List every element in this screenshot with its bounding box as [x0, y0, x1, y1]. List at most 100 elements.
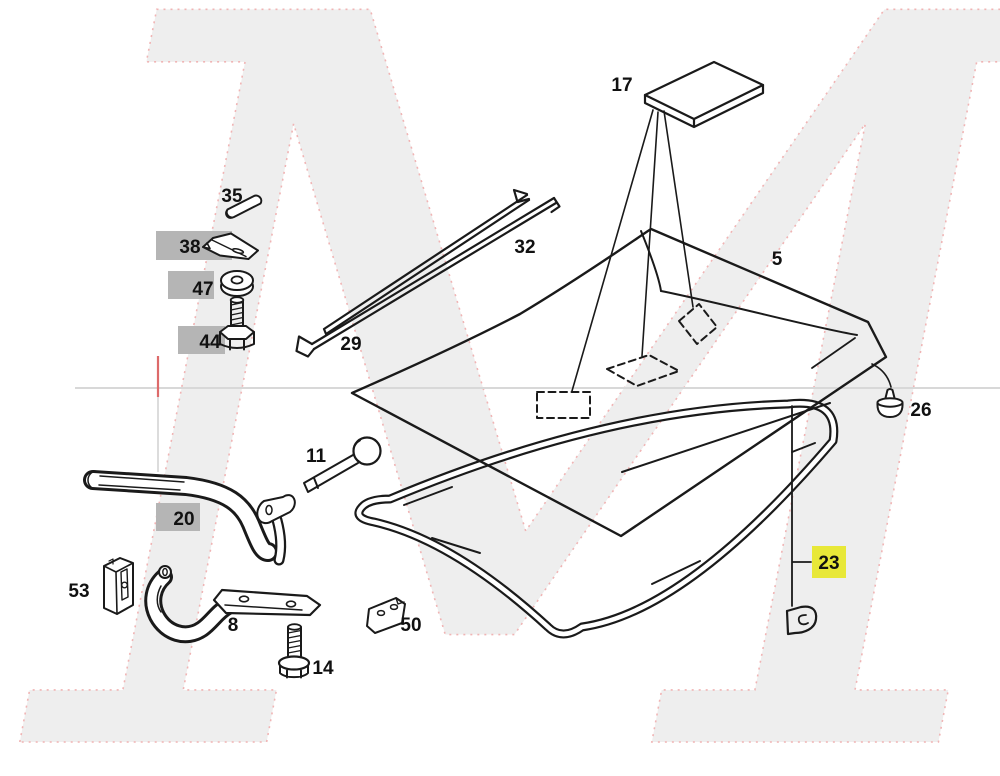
bolt-11-shank — [303, 454, 359, 493]
bolt-14-cap — [287, 623, 302, 631]
striker-53-edges — [103, 562, 134, 615]
clip-26-drawing — [871, 363, 904, 418]
striker-53-notch — [108, 558, 114, 565]
rod-29-hook-right — [550, 196, 561, 214]
part-label-47[interactable]: 47 — [192, 279, 213, 300]
hinge-20-end-cap — [87, 470, 96, 490]
hinge-20-pivot-barrel — [256, 494, 296, 525]
pointer-line — [663, 110, 694, 308]
hinge-8-plate-hole — [238, 595, 250, 603]
part-label-14[interactable]: 14 — [312, 658, 334, 679]
washer-47-hole — [230, 275, 244, 285]
hinge-8-pivot-hole — [162, 567, 168, 577]
clip-23-hook — [797, 614, 809, 626]
hinge-20-detail-lines — [98, 475, 185, 491]
part-label-38[interactable]: 38 — [179, 237, 200, 258]
part-label-44-box[interactable] — [178, 326, 225, 354]
lid-rear-edge — [660, 290, 858, 336]
hinge-20-arm-inner — [86, 473, 275, 559]
dashed-recess-middle — [606, 354, 680, 387]
pad-plate-drawing — [571, 60, 765, 392]
hinge-20-pivot-hole — [265, 504, 273, 516]
hinge-20-link-inner — [273, 516, 284, 564]
bolt-14-hex — [279, 665, 309, 679]
rod-29-hook-left — [295, 335, 316, 358]
part-label-35[interactable]: 35 — [221, 186, 243, 207]
plate-50-hole — [376, 609, 386, 617]
part-label-44[interactable]: 44 — [199, 332, 221, 353]
bolt-44-head-top — [219, 325, 255, 340]
part-label-26[interactable]: 26 — [910, 400, 931, 421]
part-label-32[interactable]: 32 — [514, 237, 535, 258]
clip-38-notch — [202, 242, 211, 250]
trunk-seal-drawing — [354, 398, 839, 639]
rod-32 — [322, 193, 531, 336]
seal-accent — [431, 537, 481, 554]
clip-38-slot — [231, 247, 245, 255]
trunk-lid-drawing — [350, 227, 888, 538]
part-label-53[interactable]: 53 — [68, 581, 89, 602]
hinge-8-drawing — [103, 557, 322, 644]
bolt-11-drawing — [303, 436, 382, 493]
part-label-23[interactable]: 23 — [818, 553, 839, 574]
hinge-8-detail — [156, 585, 162, 613]
bolt-44-cap — [229, 296, 245, 304]
hinge-8-arm-inner — [147, 571, 234, 641]
clip-23-leader — [791, 405, 812, 607]
plate-50-notch — [395, 597, 405, 605]
striker-53-body — [103, 557, 134, 615]
clip-26-rim — [876, 397, 904, 408]
part-label-20-box[interactable] — [156, 503, 200, 531]
plate-50-hole — [389, 603, 399, 611]
lid-crease-line — [621, 402, 831, 473]
part-label-5[interactable]: 5 — [772, 249, 783, 270]
plate-side — [643, 83, 765, 129]
hinge-8-pivot — [158, 565, 172, 579]
part-label-17[interactable]: 17 — [611, 75, 632, 96]
bolt-14-flange — [277, 655, 311, 671]
part-label-8[interactable]: 8 — [228, 615, 239, 636]
seal-accent — [791, 442, 816, 453]
seal-outline-inner — [356, 400, 837, 637]
lid-corner-line — [811, 337, 856, 369]
plate-50-drawing — [366, 597, 406, 634]
part-labels: 17 35 38 47 44 32 29 5 26 11 20 53 8 50 … — [68, 75, 931, 679]
small-fasteners-left — [202, 194, 263, 351]
hinge-20-drawing — [83, 470, 296, 566]
seal-accent — [403, 486, 453, 506]
label-boxes — [156, 231, 846, 578]
lid-outline — [350, 227, 888, 538]
watermark-rules — [75, 356, 1000, 472]
clip-26-leader — [871, 363, 892, 388]
pointer-line — [641, 111, 659, 357]
lid-fold-line — [640, 230, 662, 292]
pointer-line — [571, 109, 654, 392]
bolt-14-drawing — [277, 623, 311, 679]
part-label-23-box[interactable] — [812, 546, 846, 578]
rod-29 — [310, 196, 558, 351]
bolt-14-threads — [287, 629, 302, 654]
clip-23-body — [785, 605, 818, 636]
hinge-8-plate-ridge — [224, 604, 303, 611]
part-label-20[interactable]: 20 — [173, 509, 194, 530]
seal-accent — [651, 560, 701, 585]
clip-38 — [202, 232, 259, 260]
pin-35-cap — [225, 208, 235, 219]
part-label-50[interactable]: 50 — [400, 615, 421, 636]
part-label-47-box[interactable] — [168, 271, 214, 299]
rod-32-hook — [512, 188, 531, 204]
bolt-44-head-side — [219, 331, 255, 351]
striker-53-slot — [120, 568, 129, 601]
pin-35 — [225, 194, 263, 219]
torsion-rods-drawing — [295, 188, 561, 358]
dashed-recess-right — [678, 303, 718, 345]
hinge-8-plate-hole — [285, 600, 297, 608]
bolt-11-head-crescent — [352, 439, 361, 463]
part-label-29[interactable]: 29 — [340, 334, 361, 355]
part-label-11[interactable]: 11 — [306, 446, 327, 467]
striker-53-hole — [120, 581, 128, 589]
dashed-recess-left — [536, 391, 591, 419]
clip-23-drawing — [785, 405, 818, 636]
